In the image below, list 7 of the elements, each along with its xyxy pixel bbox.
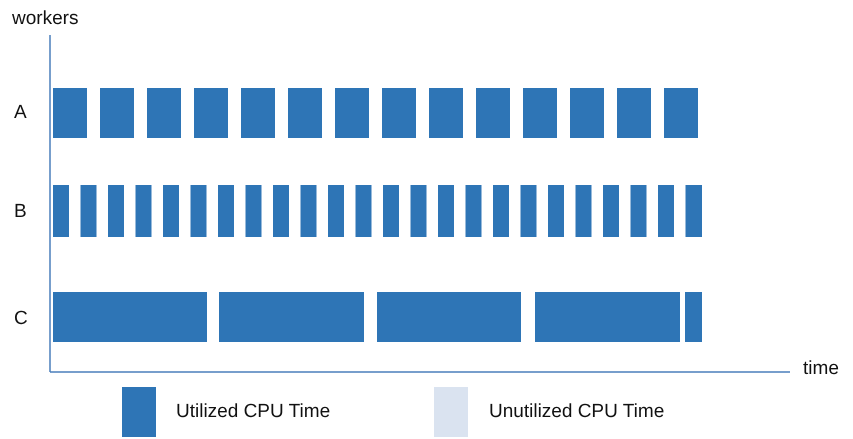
legend-label: Utilized CPU Time: [176, 401, 330, 423]
legend-label: Unutilized CPU Time: [489, 401, 664, 423]
row-label: A: [14, 102, 27, 124]
row-label: B: [14, 201, 27, 223]
axis-label: workers: [12, 8, 79, 30]
axis-label: time: [803, 358, 839, 380]
row-label: C: [14, 308, 28, 330]
